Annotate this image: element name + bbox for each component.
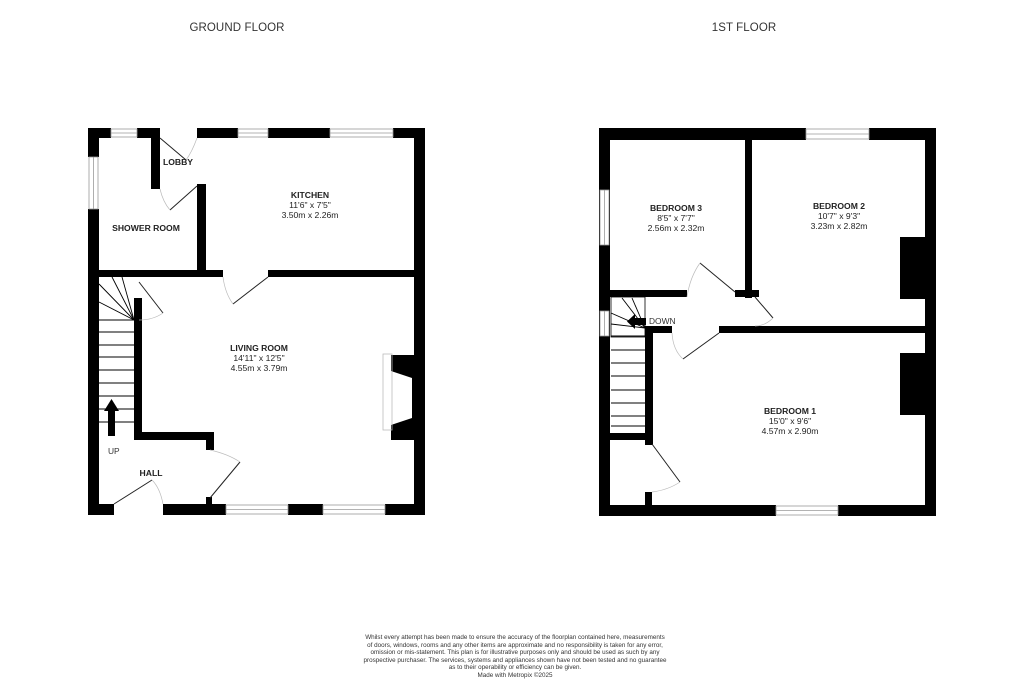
wall-bed3-bed2 [745, 128, 752, 298]
stair-down-arrow-icon [627, 314, 646, 329]
room-size-metric: 4.57m x 2.90m [761, 426, 819, 436]
stair-up-arrow-icon [104, 399, 119, 436]
room-label-kitchen: KITCHEN 11'6" x 7'5" 3.50m x 2.26m [282, 190, 339, 220]
wall-east [925, 128, 936, 516]
disclaimer: Whilst every attempt has been made to en… [330, 634, 700, 680]
wall-south [385, 504, 425, 515]
room-size-metric: 2.56m x 2.32m [647, 223, 705, 233]
wall-north [599, 128, 806, 140]
room-size-imperial: 14'11" x 12'5" [233, 353, 285, 363]
wall-south [88, 504, 114, 515]
wall-north [393, 128, 425, 138]
room-label-bedroom-1: BEDROOM 1 15'0" x 9'6" 4.57m x 2.90m [762, 406, 819, 436]
room-size-metric: 4.55m x 3.79m [230, 363, 288, 373]
wall-east [414, 128, 425, 515]
wall-bed1-north [719, 326, 936, 333]
room-label-bedroom-2: BEDROOM 2 10'7" x 9'3" 3.23m x 2.82m [811, 201, 868, 231]
room-name: BEDROOM 3 [649, 203, 703, 213]
first-floor-doors [651, 262, 774, 493]
first-floor-windows [599, 128, 870, 516]
disclaimer-line: omission or mis-statement. This plan is … [370, 649, 660, 657]
room-label-shower-room: SHOWER ROOM [112, 223, 180, 233]
room-name: LOBBY [162, 157, 194, 167]
wall-south [838, 505, 936, 516]
disclaimer-line: Whilst every attempt has been made to en… [365, 634, 665, 641]
wall-south [163, 504, 226, 515]
wall-hall-stub [206, 432, 214, 450]
wall-bed3-south [599, 290, 687, 297]
first-floor-title: 1ST FLOOR [711, 22, 777, 34]
ground-floor-plan [88, 128, 425, 515]
wall-middle [268, 270, 425, 277]
chimney-breast-bed1 [900, 353, 925, 415]
room-size-imperial: 15'0" x 9'6" [768, 416, 812, 426]
wall-middle [88, 270, 223, 277]
room-name: SHOWER ROOM [112, 223, 180, 233]
room-name: BEDROOM 2 [812, 201, 866, 211]
wall-stair [645, 326, 653, 445]
wall-north [268, 128, 330, 138]
disclaimer-line: of doors, windows, rooms and any other i… [367, 641, 663, 649]
room-label-bedroom-3: BEDROOM 3 8'5" x 7'7" 2.56m x 2.32m [648, 203, 705, 233]
disclaimer-line: as to their operability or efficiency ca… [448, 664, 582, 672]
ground-floor-stairs [98, 276, 135, 423]
room-size-metric: 3.50m x 2.26m [281, 210, 339, 220]
ground-floor-windows [88, 128, 394, 515]
wall-shower-east [197, 184, 206, 274]
room-size-metric: 3.23m x 2.82m [810, 221, 868, 231]
room-name: HALL [139, 468, 163, 478]
stair-down-label: DOWN [649, 316, 676, 326]
first-floor-stairs [610, 296, 646, 427]
wall-south [288, 504, 323, 515]
stair-up-label: UP [108, 446, 120, 456]
wall-stair [134, 298, 142, 439]
wall-west [88, 128, 99, 515]
wall-north [137, 128, 158, 138]
room-name: BEDROOM 1 [763, 406, 817, 416]
wall-south [599, 505, 776, 516]
room-name: KITCHEN [290, 190, 330, 200]
room-label-lobby: LOBBY [163, 157, 193, 167]
room-size-imperial: 10'7" x 9'3" [817, 211, 861, 221]
ground-floor-doors [113, 137, 269, 505]
disclaimer-line: prospective purchaser. The services, sys… [363, 656, 667, 664]
wall-north [197, 128, 238, 138]
room-name: LIVING ROOM [230, 343, 288, 353]
chimney-breast-bed2 [900, 237, 925, 299]
chimney-breast [391, 355, 414, 440]
wall-north [869, 128, 936, 140]
metropix-credit: Made with Metropix ©2025 [477, 671, 553, 679]
room-label-hall: HALL [140, 468, 163, 478]
wall-lobby [151, 128, 160, 189]
room-size-imperial: 8'5" x 7'7" [657, 213, 695, 223]
wall-north [88, 128, 111, 138]
room-size-imperial: 11'6" x 7'5" [289, 200, 331, 210]
wall-hall-top [134, 432, 214, 440]
room-label-living-room: LIVING ROOM 14'11" x 12'5" 4.55m x 3.79m [230, 343, 288, 373]
ground-floor-title: GROUND FLOOR [189, 22, 285, 34]
